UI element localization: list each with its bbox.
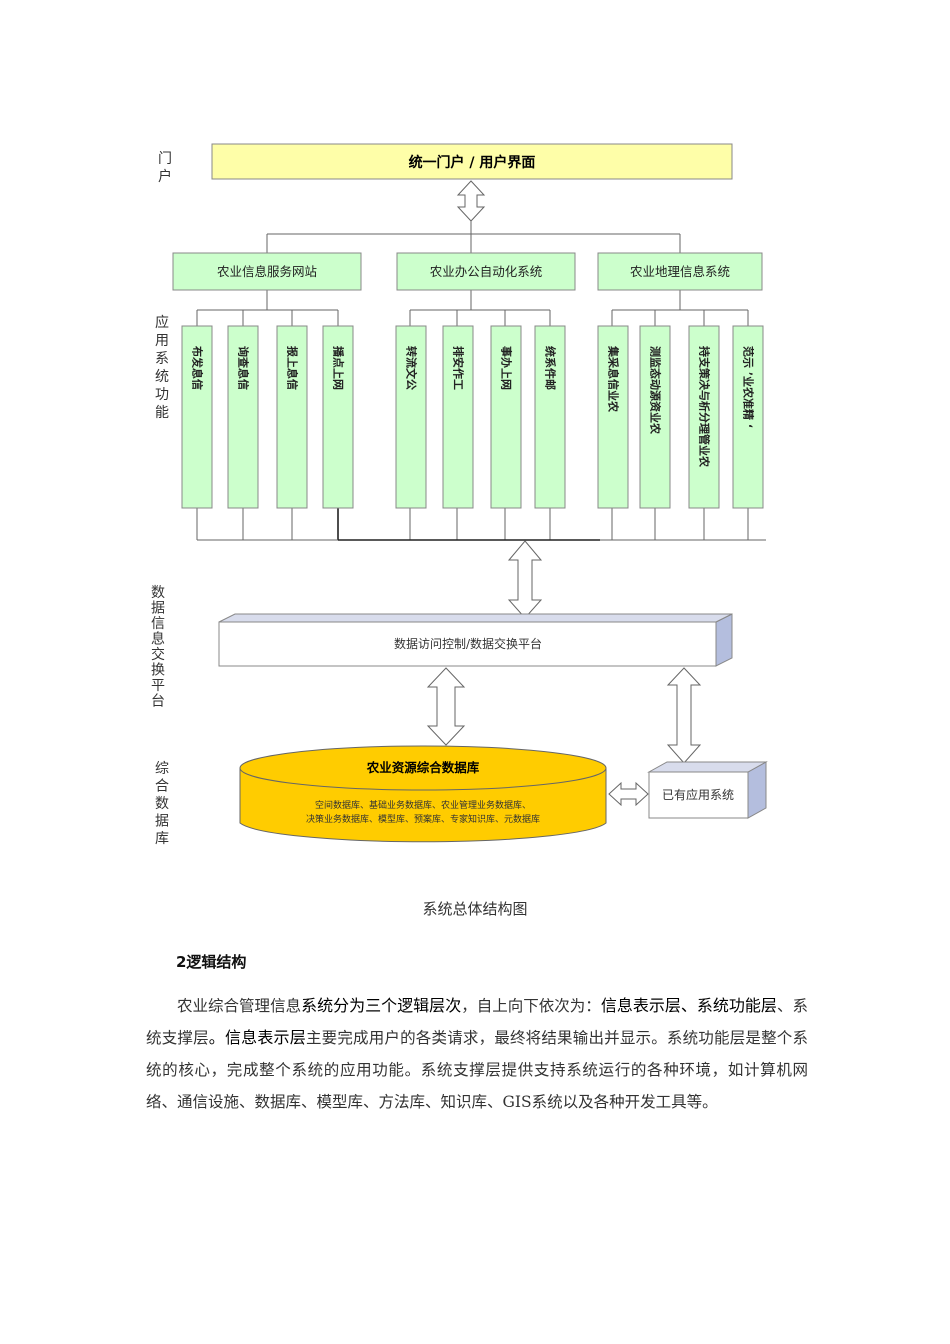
function-box [732, 325, 764, 509]
function-label: 播点上网 [332, 346, 346, 390]
system-label: 农业信息服务网站 [217, 264, 317, 279]
svg-text:数: 数 [151, 585, 165, 601]
database-title: 农业资源综合数据库 [366, 760, 480, 775]
function-box [534, 325, 566, 509]
svg-text:合: 合 [155, 779, 169, 795]
double-arrow-icon [507, 540, 543, 619]
para-seg-4: 信息表示层、系统功能层 [600, 996, 777, 1015]
function-label: 范示 ’业农准精 ‘ [742, 346, 756, 428]
function-box [322, 325, 354, 509]
svg-text:统: 统 [155, 369, 169, 385]
existing-app-label: 已有应用系统 [662, 787, 734, 802]
existing-top [647, 761, 768, 773]
function-box [597, 325, 629, 509]
function-label: 事办上网 [500, 346, 514, 390]
function-box [181, 325, 213, 509]
side-label-portal: 门户 [158, 151, 172, 185]
portal-box [211, 143, 733, 180]
function-label: 布发息信 [191, 346, 205, 390]
function-box [276, 325, 308, 509]
para-seg-1: 农业综合管理信息 [177, 997, 302, 1015]
section-heading: 2逻辑结构 [176, 953, 247, 971]
function-label: 集采息信业农 [607, 345, 621, 412]
svg-text:据: 据 [151, 601, 165, 617]
svg-text:综: 综 [155, 761, 169, 777]
double-arrow-icon [456, 180, 486, 222]
function-box [395, 325, 427, 509]
function-label: 统系件邮 [544, 346, 558, 390]
function-box [639, 325, 671, 509]
svg-text:平: 平 [151, 678, 165, 694]
system-box [597, 252, 763, 291]
svg-text:库: 库 [155, 831, 169, 847]
system-label: 农业地理信息系统 [630, 264, 730, 279]
svg-text:用: 用 [155, 333, 169, 349]
para-seg-2: 系统分为三个逻辑层次 [301, 996, 462, 1015]
tree-connectors [196, 221, 766, 541]
svg-text:据: 据 [155, 814, 169, 830]
horizontal-double-arrow-icon [608, 781, 649, 807]
platform-box [218, 621, 717, 667]
svg-text:信: 信 [151, 616, 165, 632]
function-label: 询查息信 [237, 346, 251, 390]
function-label: 测监态动源资业农 [649, 346, 663, 434]
para-seg-6: 。信息表示层 [208, 1028, 306, 1047]
function-box [442, 325, 474, 509]
svg-text:应: 应 [155, 314, 169, 331]
platform-label: 数据访问控制/数据交换平台 [394, 636, 542, 651]
svg-text:能: 能 [155, 405, 169, 421]
database-line-1: 空间数据库、基础业务数据库、农业管理业务数据库、 [315, 799, 531, 811]
body-paragraph: 农业综合管理信息系统分为三个逻辑层次，自上向下依次为：信息表示层、系统功能层、系… [146, 990, 808, 1118]
svg-text:数: 数 [155, 796, 169, 812]
svg-text:台: 台 [151, 694, 165, 710]
para-seg-7: 主要完成用户的各类请求，最终将结果输出并显示。系统功能层是整个系统的核心，完成整… [146, 1029, 808, 1111]
para-seg-5: 、系统支撑层 [146, 997, 808, 1047]
system-label: 农业办公自动化系统 [430, 264, 543, 279]
platform-top [218, 613, 733, 623]
svg-text:系: 系 [155, 351, 169, 367]
database-cylinder [239, 745, 607, 843]
function-label: 排安作工 [452, 346, 466, 390]
svg-text:息: 息 [151, 631, 165, 648]
double-arrow-icon [426, 667, 466, 746]
function-box [227, 325, 259, 509]
function-label: 持支策决与析分理管业农 [698, 346, 712, 467]
function-box [490, 325, 522, 509]
platform-side [715, 613, 733, 667]
side-label-database: 综合数据库 [155, 761, 169, 847]
portal-label: 统一门户 / 用户界面 [409, 154, 536, 171]
existing-app-box [648, 771, 749, 819]
double-arrow-icon [666, 667, 702, 764]
figure-caption: 系统总体结构图 [422, 900, 528, 918]
system-box [396, 252, 576, 291]
svg-text:交: 交 [151, 646, 165, 663]
svg-text:户: 户 [158, 168, 172, 185]
svg-text:功: 功 [155, 387, 169, 403]
function-label: 报上息信 [286, 346, 300, 390]
function-label: 转流文公 [405, 346, 419, 390]
system-box [172, 252, 362, 291]
database-line-2: 决策业务数据库、模型库、预案库、专家知识库、元数据库 [306, 813, 540, 825]
para-seg-3: ，自上向下依次为： [461, 997, 601, 1015]
function-box [688, 325, 720, 509]
svg-text:换: 换 [151, 662, 165, 679]
svg-text:门: 门 [158, 151, 172, 167]
